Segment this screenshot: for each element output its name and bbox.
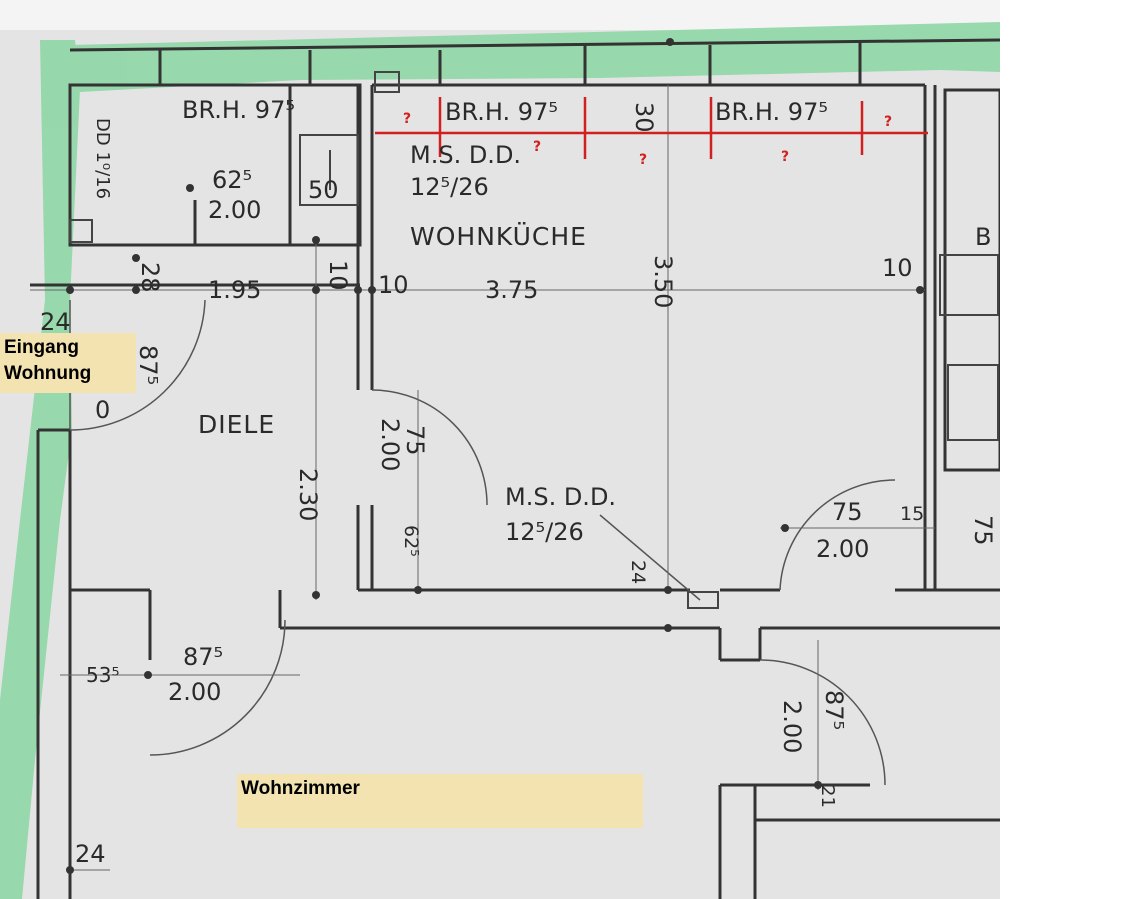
- dim-200-c: 2.00: [816, 535, 869, 563]
- dim-ms-dd-2: M.S. D.D.: [505, 483, 616, 511]
- dim-24-b: 24: [627, 560, 649, 584]
- dim-10-b: 10: [378, 271, 409, 299]
- dim-230: 2.30: [294, 468, 322, 521]
- dim-brh-2: BR.H. 97⁵: [445, 98, 558, 126]
- dim-195: 1.95: [208, 276, 261, 304]
- dim-875-b: 87⁵: [183, 643, 223, 671]
- door-swings: [69, 299, 896, 786]
- entry-label-line1: Eingang: [4, 337, 79, 358]
- dim-375: 3.75: [485, 276, 538, 304]
- dim-350: 3.50: [649, 255, 677, 308]
- living-room-label: Wohnzimmer: [237, 774, 643, 828]
- dim-21: 21: [817, 785, 838, 808]
- dim-brh-1: BR.H. 97⁵: [182, 96, 295, 124]
- dim-brh-3: BR.H. 97⁵: [715, 98, 828, 126]
- entry-label-line2: Wohnung: [4, 363, 92, 384]
- question-mark-1: ?: [403, 111, 411, 127]
- room-hall: DIELE: [198, 410, 275, 439]
- living-room-label-text: Wohnzimmer: [241, 778, 360, 799]
- dim-535: 53⁵: [86, 663, 119, 687]
- red-measurement-line: [375, 97, 928, 159]
- dim-625-b: 62⁵: [400, 525, 422, 557]
- dim-75-b: 75: [832, 498, 863, 526]
- floor-plan-drawing: WOHNKÜCHE DIELE BR.H. 97⁵ BR.H. 97⁵ BR.H…: [0, 0, 1000, 899]
- question-mark-2: ?: [533, 139, 541, 155]
- dimension-lines: [30, 85, 935, 871]
- dim-75-a: 75: [401, 425, 429, 456]
- dim-200-b: 2.00: [376, 418, 404, 471]
- question-mark-4: ?: [781, 149, 789, 165]
- dim-24-c: 24: [75, 840, 106, 868]
- fixtures: [69, 71, 999, 609]
- dim-ms-dd-2b: 12⁵/26: [505, 518, 584, 546]
- dim-10-a: 10: [324, 260, 352, 291]
- dim-0: 0: [95, 396, 110, 424]
- walls: [30, 38, 1000, 899]
- dim-top-30: 30: [630, 102, 658, 133]
- green-wall-highlight: [0, 22, 1000, 899]
- dim-200-a: 2.00: [208, 196, 261, 224]
- dim-625: 62⁵: [212, 166, 252, 194]
- dim-ms-dd-1: M.S. D.D.: [410, 141, 521, 169]
- dim-200-d: 2.00: [168, 678, 221, 706]
- dim-875-c: 87⁵: [820, 690, 848, 730]
- right-room-letter: B: [975, 223, 991, 251]
- dim-200-e: 2.00: [778, 700, 806, 753]
- dim-10-c: 10: [882, 254, 913, 282]
- dimension-dots: [66, 38, 924, 874]
- entry-label: Eingang Wohnung: [0, 333, 136, 393]
- question-mark-3: ?: [639, 152, 647, 168]
- dim-50: 50: [308, 176, 339, 204]
- dim-ms-dd-1b: 12⁵/26: [410, 173, 489, 201]
- dim-15: 15: [900, 503, 924, 525]
- dim-28: 28: [136, 262, 164, 293]
- dim-75-right: 75: [969, 515, 997, 546]
- question-mark-5: ?: [884, 114, 892, 130]
- dim-875-a: 87⁵: [134, 345, 162, 385]
- dim-24-a: 24: [40, 308, 71, 336]
- dim-dd-vertical: DD 1⁰/16: [92, 118, 113, 199]
- floor-plan: WOHNKÜCHE DIELE BR.H. 97⁵ BR.H. 97⁵ BR.H…: [0, 0, 1000, 899]
- room-kitchen: WOHNKÜCHE: [410, 222, 587, 251]
